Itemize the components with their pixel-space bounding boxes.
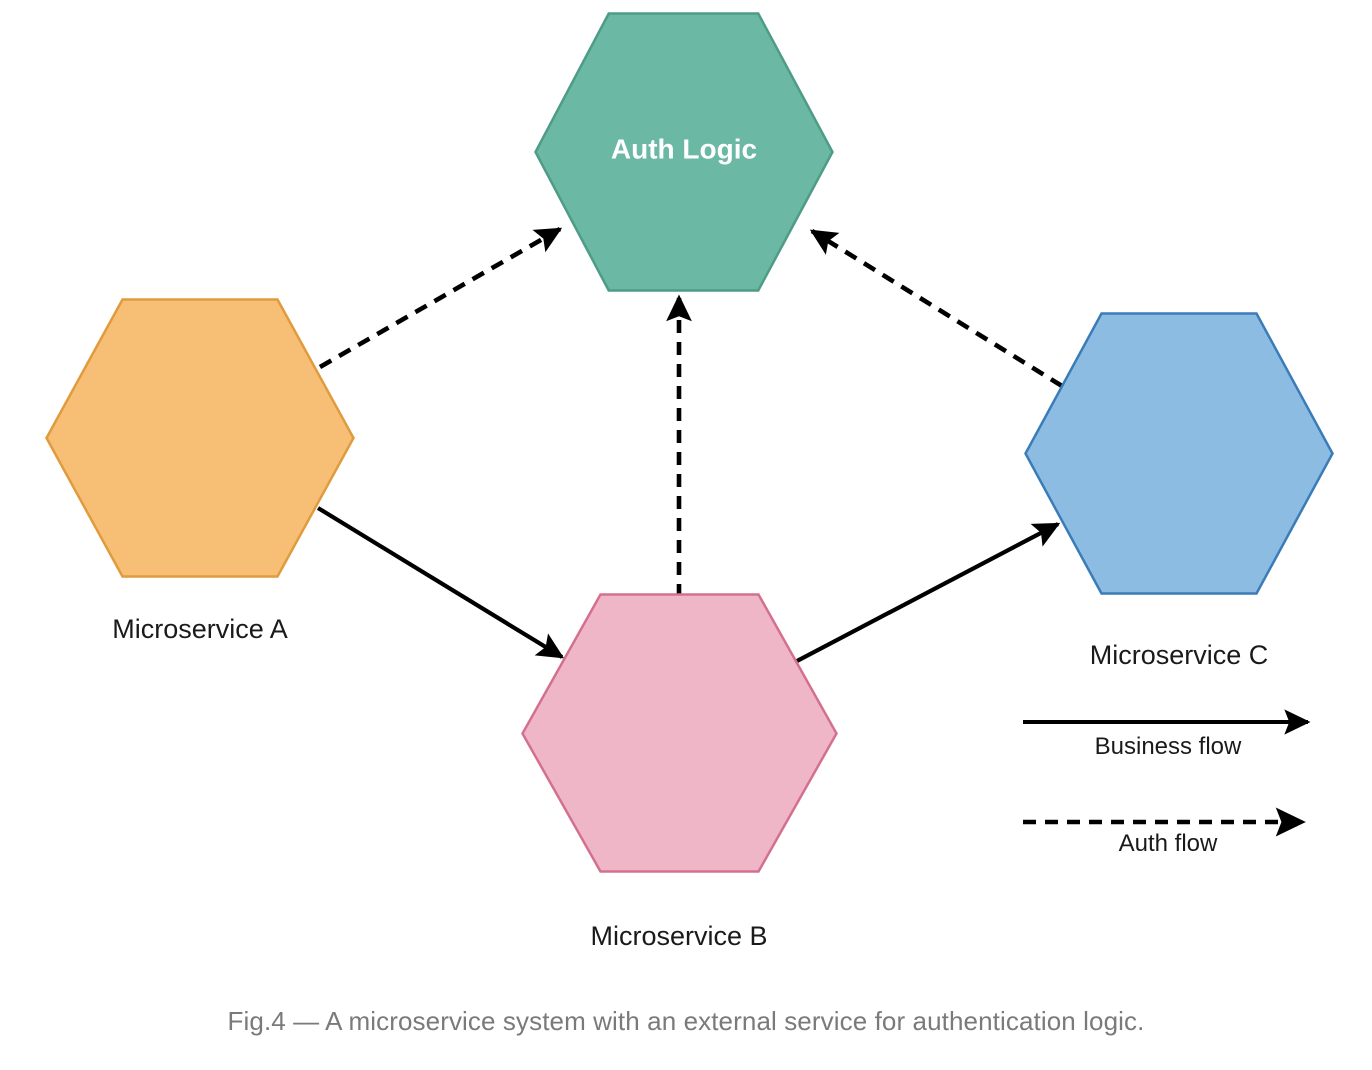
- microservice-a-label: Microservice A: [112, 614, 288, 644]
- node-auth-logic[interactable]: Auth Logic: [534, 12, 834, 292]
- edge-service-a-to-auth: [318, 227, 563, 369]
- legend-item-business-flow: Business flow: [1023, 709, 1311, 760]
- auth-logic-label: Auth Logic: [611, 133, 757, 164]
- edge-service-a-to-service-b: [316, 506, 565, 659]
- legend-item-auth-flow: Auth flow: [1023, 807, 1306, 857]
- edge-layer: [316, 227, 1064, 663]
- legend-auth-flow-label: Auth flow: [1119, 830, 1218, 857]
- microservice-b-label: Microservice B: [590, 921, 767, 951]
- edge-service-c-to-auth: [809, 229, 1064, 388]
- legend-business-flow-label: Business flow: [1095, 733, 1242, 760]
- node-microservice-a[interactable]: Microservice A: [45, 298, 355, 645]
- microservice-b-hexagon[interactable]: [521, 593, 838, 873]
- node-microservice-c[interactable]: Microservice C: [1024, 312, 1334, 671]
- figure-caption: Fig.4 — A microservice system with an ex…: [227, 1006, 1145, 1036]
- microservice-c-hexagon[interactable]: [1024, 312, 1334, 595]
- legend: Business flow Auth flow: [1023, 709, 1311, 857]
- node-microservice-b[interactable]: Microservice B: [521, 593, 838, 952]
- microservice-c-label: Microservice C: [1090, 640, 1269, 670]
- auth-logic-hexagon[interactable]: [534, 12, 834, 292]
- microservice-a-hexagon[interactable]: [45, 298, 355, 578]
- edge-service-b-to-service-c: [796, 522, 1061, 663]
